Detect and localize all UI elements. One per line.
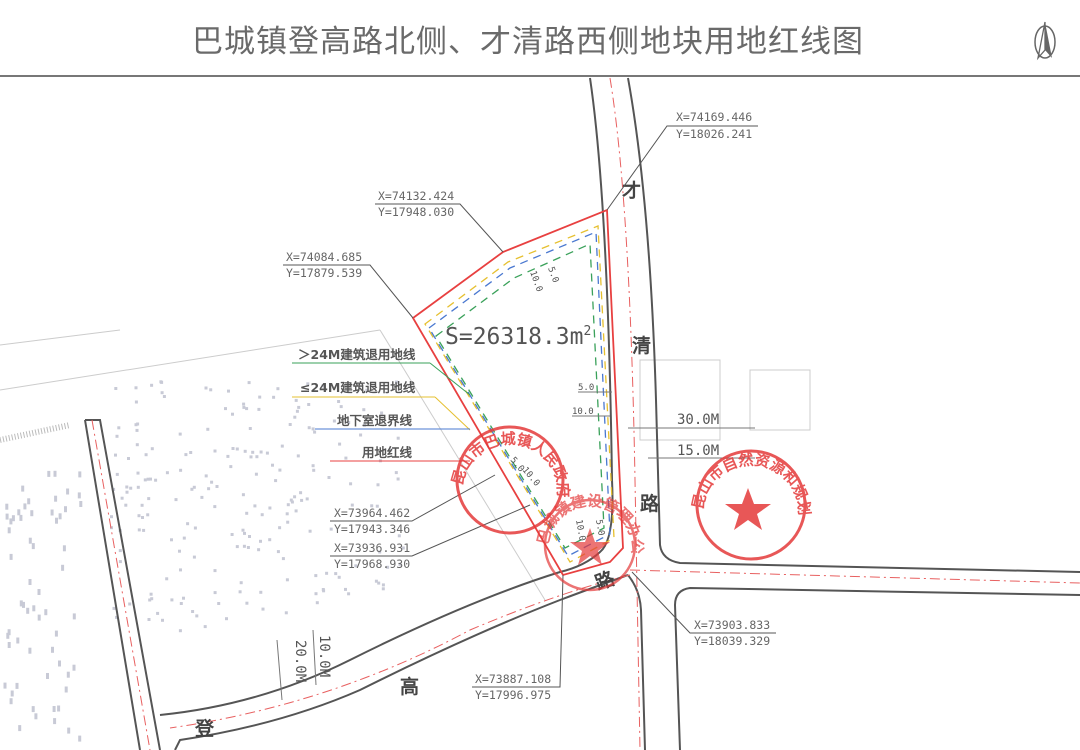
- north-arrow-icon: [1034, 21, 1056, 61]
- legend: ＞24M建筑退用地线 ≤24M建筑退用地线 地下室退界线 用地红线: [292, 347, 471, 462]
- svg-text:X=74132.424: X=74132.424: [378, 189, 454, 203]
- svg-text:X=73887.108: X=73887.108: [475, 672, 551, 686]
- road-centerlines: [91, 77, 1080, 750]
- svg-text:Y=17879.539: Y=17879.539: [286, 266, 362, 280]
- svg-text:5.0: 5.0: [593, 519, 606, 537]
- road-width-labels: 30.0M 15.0M 20.0M 10.0M: [276, 412, 755, 701]
- svg-text:Y=18026.241: Y=18026.241: [676, 127, 752, 141]
- svg-text:Y=17968.930: Y=17968.930: [334, 557, 410, 571]
- svg-text:10.0: 10.0: [572, 407, 594, 417]
- area-label: S=26318.3m2: [445, 324, 591, 350]
- map-title: 巴城镇登高路北侧、才清路西侧地块用地红线图: [192, 24, 864, 60]
- svg-text:高: 高: [400, 675, 419, 698]
- svg-text:X=73964.462: X=73964.462: [334, 506, 410, 520]
- svg-text:5.0: 5.0: [578, 383, 594, 393]
- svg-text:15.0M: 15.0M: [677, 443, 719, 459]
- svg-text:10.0M: 10.0M: [316, 635, 332, 677]
- svg-text:5.0: 5.0: [545, 266, 560, 285]
- svg-text:才: 才: [622, 179, 641, 202]
- svg-text:X=74084.685: X=74084.685: [286, 250, 362, 264]
- stamp-construction-office: 巴城镇建设管理办公室: [0, 0, 646, 592]
- svg-text:20.0M: 20.0M: [292, 640, 308, 682]
- svg-text:清: 清: [632, 334, 651, 357]
- faint-lines: [0, 329, 811, 601]
- legend-item: ＞24M建筑退用地线: [298, 347, 416, 362]
- legend-item: ≤24M建筑退用地线: [300, 380, 416, 395]
- svg-text:路: 路: [640, 492, 660, 515]
- svg-text:X=73936.931: X=73936.931: [334, 541, 410, 555]
- legend-item: 用地红线: [361, 445, 413, 460]
- road-name-denggao: 登 高 路: [194, 566, 619, 740]
- coordinate-leaders: [283, 125, 776, 688]
- svg-text:X=73903.833: X=73903.833: [694, 618, 770, 632]
- svg-text:Y=17948.030: Y=17948.030: [378, 205, 454, 219]
- stamp-natural-resources-bureau: 昆山市自然资源和规划局: [0, 0, 813, 561]
- svg-text:10.0: 10.0: [573, 519, 587, 542]
- svg-text:登: 登: [194, 717, 215, 740]
- setback-lines: [424, 225, 615, 563]
- svg-text:30.0M: 30.0M: [677, 412, 719, 428]
- svg-text:10.0: 10.0: [527, 270, 544, 294]
- building-dots: [3, 380, 405, 742]
- svg-text:Y=17996.975: Y=17996.975: [475, 688, 551, 702]
- road-edges: [84, 77, 1080, 750]
- road-name-caiqing: 才 清 路: [622, 179, 660, 515]
- svg-text:Y=17943.346: Y=17943.346: [334, 522, 410, 536]
- svg-text:Y=18039.329: Y=18039.329: [694, 634, 770, 648]
- legend-item: 地下室退界线: [337, 413, 413, 428]
- svg-text:10.0: 10.0: [520, 466, 542, 489]
- svg-text:X=74169.446: X=74169.446: [676, 110, 752, 124]
- svg-text:昆山市自然资源和规划局: 昆山市自然资源和规划局: [0, 0, 813, 516]
